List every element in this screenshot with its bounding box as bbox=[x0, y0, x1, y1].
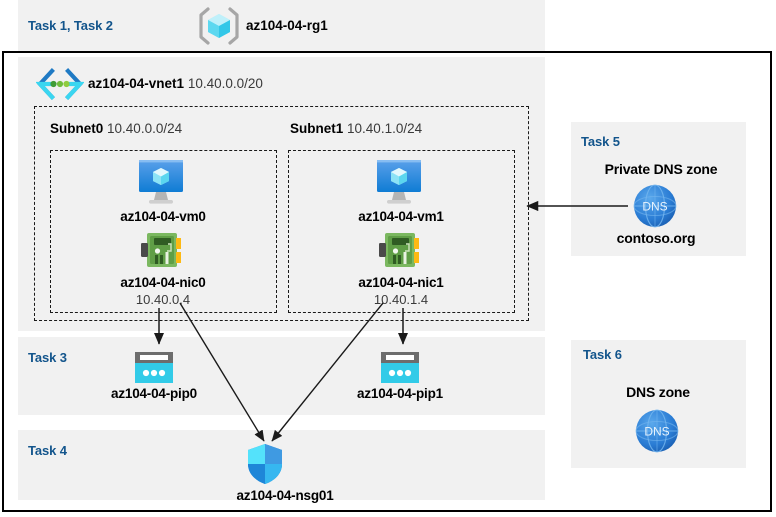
network-interface-icon bbox=[138, 230, 188, 272]
public-ip-address-icon bbox=[377, 350, 423, 386]
task3-panel bbox=[18, 337, 545, 415]
vnet-title: az104-04-vnet1 10.40.0.0/20 bbox=[88, 76, 263, 91]
pip0-name: az104-04-pip0 bbox=[111, 386, 197, 401]
pip1-name: az104-04-pip1 bbox=[357, 386, 443, 401]
dns-icon-text: DNS bbox=[644, 425, 669, 439]
dns-zone-icon: DNS bbox=[631, 182, 679, 230]
network-security-group-icon bbox=[245, 442, 285, 486]
nic1-name: az104-04-nic1 bbox=[358, 275, 444, 290]
private-dns-zone-name: contoso.org bbox=[616, 230, 696, 246]
subnet1-resources-box bbox=[288, 150, 515, 313]
virtual-machine-icon bbox=[371, 156, 427, 206]
subnet0-title: Subnet0 10.40.0.0/24 bbox=[50, 121, 182, 136]
virtual-network-icon bbox=[36, 68, 84, 100]
subnet0-name: Subnet0 bbox=[50, 121, 104, 136]
subnet0-cidr: 10.40.0.0/24 bbox=[107, 121, 183, 136]
task-label-1-2: Task 1, Task 2 bbox=[28, 18, 113, 33]
task-label-5: Task 5 bbox=[581, 134, 620, 149]
diagram-outer-frame bbox=[2, 51, 772, 512]
task-label-6: Task 6 bbox=[583, 347, 622, 362]
vm1-name: az104-04-vm1 bbox=[358, 209, 444, 224]
public-ip-address-icon bbox=[131, 350, 177, 386]
network-interface-icon bbox=[376, 230, 426, 272]
nic0-ip: 10.40.0.4 bbox=[135, 292, 191, 307]
vnet-cidr: 10.40.0.0/20 bbox=[187, 76, 263, 91]
dns-icon-text: DNS bbox=[642, 200, 667, 214]
subnet1-name: Subnet1 bbox=[290, 121, 344, 136]
vnet-name: az104-04-vnet1 bbox=[88, 76, 185, 91]
vnet-panel bbox=[18, 57, 545, 331]
resource-group-name: az104-04-rg1 bbox=[246, 18, 328, 33]
private-dns-zone-heading: Private DNS zone bbox=[604, 161, 718, 177]
subnet1-title: Subnet1 10.40.1.0/24 bbox=[290, 121, 422, 136]
task-label-4: Task 4 bbox=[28, 443, 67, 458]
dns-zone-icon: DNS bbox=[633, 407, 681, 455]
task-label-3: Task 3 bbox=[28, 350, 67, 365]
nic1-ip: 10.40.1.4 bbox=[373, 292, 429, 307]
nsg-name: az104-04-nsg01 bbox=[236, 488, 334, 503]
dns-zone-heading: DNS zone bbox=[626, 384, 690, 400]
subnet1-cidr: 10.40.1.0/24 bbox=[347, 121, 423, 136]
resource-group-icon bbox=[196, 6, 242, 46]
resource-group-header-panel bbox=[18, 0, 545, 51]
nic0-name: az104-04-nic0 bbox=[120, 275, 206, 290]
vm0-name: az104-04-vm0 bbox=[120, 209, 206, 224]
virtual-machine-icon bbox=[133, 156, 189, 206]
subnet0-resources-box bbox=[50, 150, 277, 313]
